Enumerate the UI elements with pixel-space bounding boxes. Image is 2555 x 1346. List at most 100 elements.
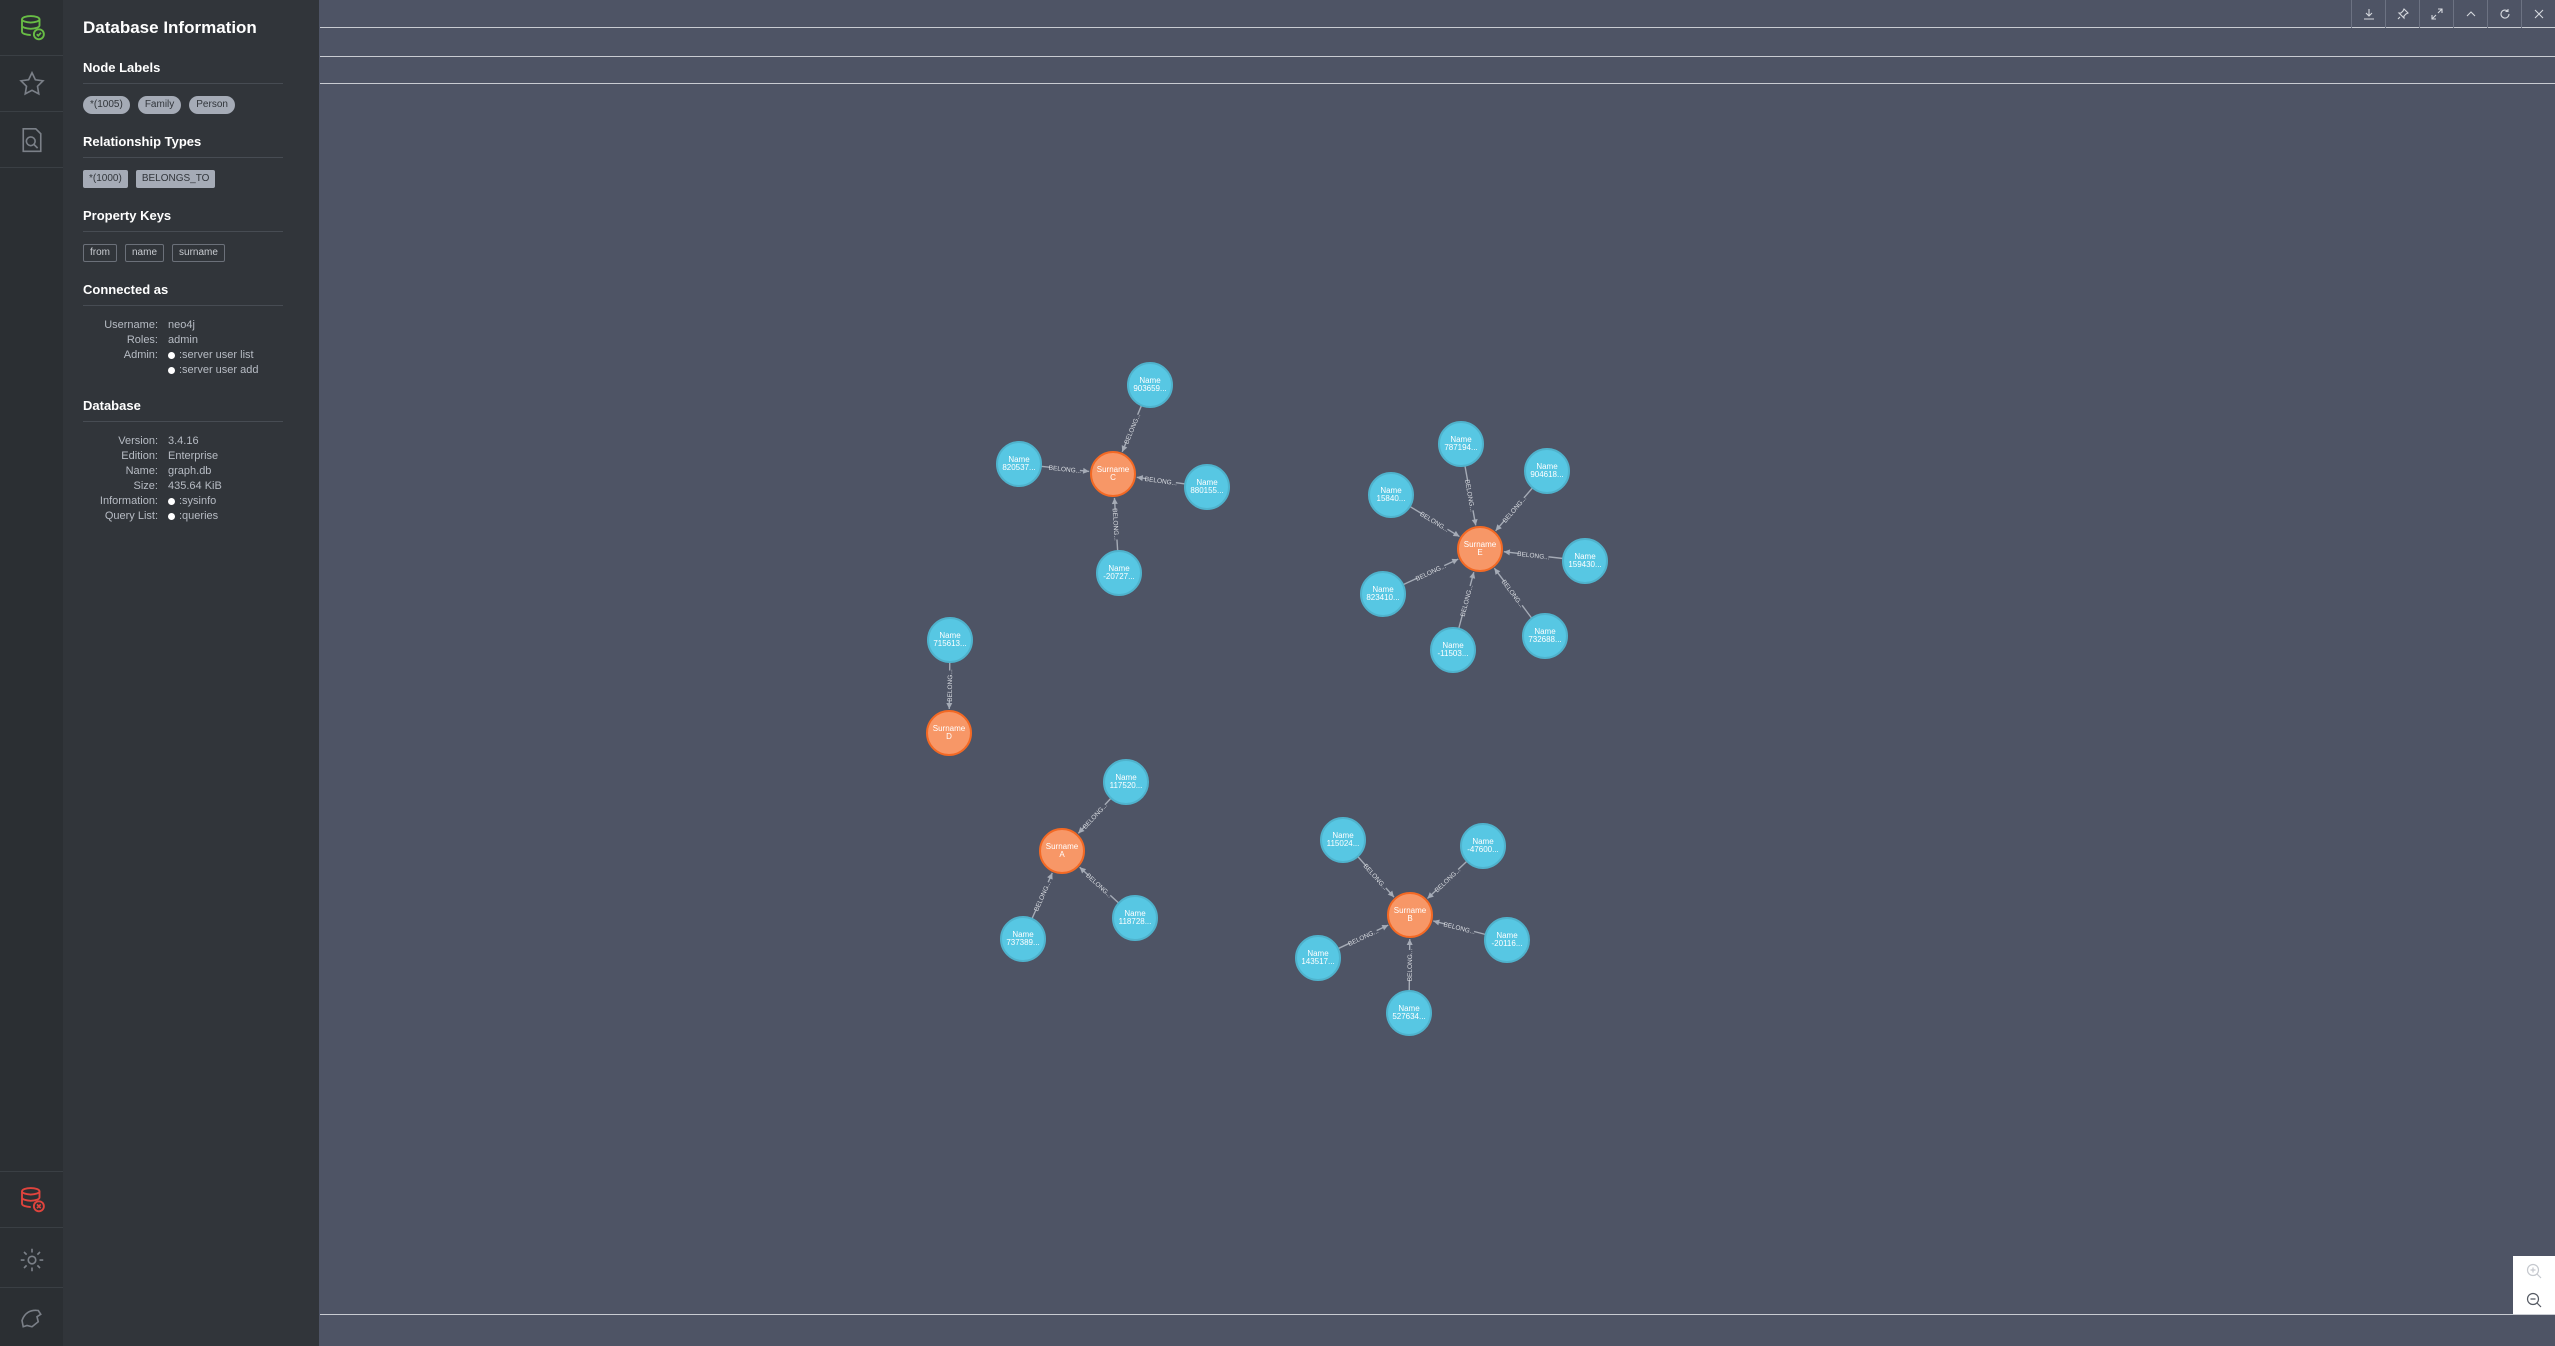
relationship-type-belongs-to[interactable]: BELONGS_TO: [135, 170, 216, 188]
family-node-caption: Surname: [1394, 906, 1427, 915]
person-node-caption: Name: [1398, 1004, 1420, 1013]
person-node-circle[interactable]: [1522, 613, 1568, 659]
relationships-layer: BELONG...BELONG...BELONG...BELONG...BELO…: [945, 405, 1564, 992]
relationship-caption-bg: [1347, 926, 1379, 947]
relationship-arrow: [1387, 890, 1395, 898]
person-node-circle[interactable]: [1524, 448, 1570, 494]
zoom-in-button[interactable]: [2513, 1256, 2555, 1285]
person-node-circle[interactable]: [1000, 916, 1046, 962]
person-node[interactable]: Name732688...: [1522, 613, 1568, 659]
person-node[interactable]: Name527634...: [1386, 990, 1432, 1036]
family-node-circle[interactable]: [926, 710, 972, 756]
person-node[interactable]: Name118728...: [1112, 895, 1158, 941]
person-node[interactable]: Name823410...: [1360, 571, 1406, 617]
person-node-circle[interactable]: [1360, 571, 1406, 617]
property-key-name[interactable]: name: [125, 244, 165, 262]
family-node-circle[interactable]: [1039, 828, 1085, 874]
person-node-caption: 904618...: [1530, 470, 1563, 479]
person-node[interactable]: Name15840...: [1368, 472, 1414, 518]
person-node[interactable]: Name143517...: [1295, 935, 1341, 981]
property-keys-title: Property Keys: [83, 208, 172, 223]
person-node-circle[interactable]: [1320, 817, 1366, 863]
person-node-caption: Name: [1332, 831, 1354, 840]
person-node-circle[interactable]: [927, 617, 973, 663]
person-node[interactable]: Name737389...: [1000, 916, 1046, 962]
rerun-button[interactable]: [2487, 0, 2521, 28]
person-node[interactable]: Name820537...: [996, 441, 1042, 487]
frame-divider: [320, 83, 2555, 84]
search-docs-icon: [21, 127, 42, 152]
documents-button[interactable]: [0, 112, 63, 168]
person-node[interactable]: Name115024...: [1320, 817, 1366, 863]
person-node-circle[interactable]: [996, 441, 1042, 487]
node-label-all[interactable]: *(1005): [83, 96, 130, 114]
settings-button[interactable]: [0, 1232, 63, 1288]
person-node-circle[interactable]: [1112, 895, 1158, 941]
person-node-circle[interactable]: [1368, 472, 1414, 518]
person-node[interactable]: Name-20727...: [1096, 550, 1142, 596]
person-node[interactable]: Name-11503...: [1430, 627, 1476, 673]
download-button[interactable]: [2351, 0, 2385, 28]
server-user-list-link[interactable]: :server user list: [168, 348, 254, 363]
person-node[interactable]: Name903659...: [1127, 362, 1173, 408]
person-node-circle[interactable]: [1460, 823, 1506, 869]
pin-button[interactable]: [2385, 0, 2419, 28]
person-node-caption: Name: [1442, 641, 1464, 650]
family-node-circle[interactable]: [1457, 526, 1503, 572]
queries-text: :queries: [179, 510, 219, 522]
connection-status-button[interactable]: [0, 1172, 63, 1228]
database-info-button[interactable]: [0, 0, 63, 56]
person-node[interactable]: Name880155...: [1184, 464, 1230, 510]
fullscreen-button[interactable]: [2419, 0, 2453, 28]
person-node[interactable]: Name904618...: [1524, 448, 1570, 494]
person-node[interactable]: Name117520...: [1103, 759, 1149, 805]
close-button[interactable]: [2521, 0, 2555, 28]
property-key-from[interactable]: from: [83, 244, 117, 262]
collapse-button[interactable]: [2453, 0, 2487, 28]
person-node[interactable]: Name715613...: [927, 617, 973, 663]
person-node-circle[interactable]: [1184, 464, 1230, 510]
relationship-arrow: [1471, 518, 1478, 526]
family-node-caption: A: [1059, 850, 1065, 859]
person-node-circle[interactable]: [1484, 917, 1530, 963]
relationship-caption-bg: [1362, 862, 1389, 891]
node-label-person[interactable]: Person: [189, 96, 235, 114]
relationship-caption: BELONG...: [1517, 551, 1550, 562]
person-node-circle[interactable]: [1295, 935, 1341, 981]
queries-link[interactable]: :queries: [168, 509, 218, 524]
zoom-out-button[interactable]: [2513, 1285, 2555, 1314]
family-node-circle[interactable]: [1387, 892, 1433, 938]
sysinfo-link[interactable]: :sysinfo: [168, 494, 216, 509]
person-node-circle[interactable]: [1127, 362, 1173, 408]
person-node-circle[interactable]: [1430, 627, 1476, 673]
relationship-caption-bg: [1415, 561, 1446, 582]
person-node[interactable]: Name-47600...: [1460, 823, 1506, 869]
person-node[interactable]: Name787194...: [1438, 421, 1484, 467]
relationship-caption-bg: [1032, 880, 1052, 912]
relationship-caption-bg: [1443, 920, 1475, 936]
neo4j-logo-icon: [20, 1309, 42, 1328]
person-node[interactable]: Name159430...: [1562, 538, 1608, 584]
node-label-family[interactable]: Family: [137, 96, 182, 114]
relationship-caption: BELONG...: [1111, 508, 1120, 541]
person-node-circle[interactable]: [1096, 550, 1142, 596]
person-node-circle[interactable]: [1386, 990, 1432, 1036]
server-user-add-link[interactable]: :server user add: [168, 363, 258, 378]
graph-svg[interactable]: BELONG...BELONG...BELONG...BELONG...BELO…: [320, 56, 2555, 1314]
relationship-type-all[interactable]: *(1000): [83, 170, 128, 188]
family-node-circle[interactable]: [1090, 451, 1136, 497]
database-info-drawer: Database Information Node Labels *(1005)…: [63, 0, 319, 1346]
property-key-surname[interactable]: surname: [172, 244, 225, 262]
person-node-circle[interactable]: [1103, 759, 1149, 805]
person-node-circle[interactable]: [1438, 421, 1484, 467]
about-button[interactable]: [0, 1290, 63, 1346]
person-node[interactable]: Name-20116...: [1484, 917, 1530, 963]
graph-canvas[interactable]: BELONG...BELONG...BELONG...BELONG...BELO…: [320, 56, 2555, 1314]
favorites-button[interactable]: [0, 56, 63, 112]
person-node-circle[interactable]: [1562, 538, 1608, 584]
